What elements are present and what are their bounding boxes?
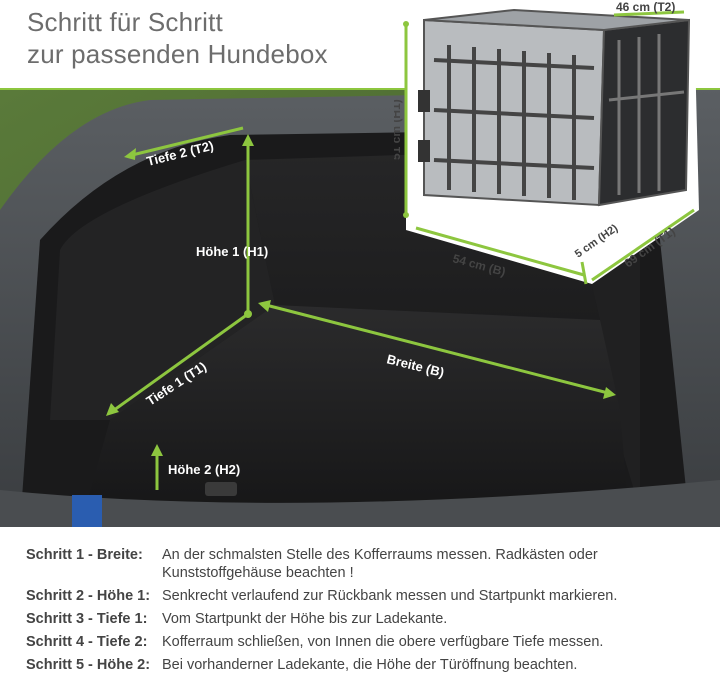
step-text: Vom Startpunkt der Höhe bis zur Ladekant…: [162, 611, 448, 627]
green-divider: [0, 88, 720, 90]
crate-label-t2: 46 cm (T2): [616, 0, 675, 14]
step-text: Senkrecht verlaufend zur Rückbank messen…: [162, 588, 618, 604]
step-key: Schritt 2 - Höhe 1:: [26, 588, 151, 604]
step-5: Schritt 5 - Höhe 2: Bei vorhanderner Lad…: [26, 656, 706, 674]
crate-diagram: 46 cm (T2) 51 cm (H1) 54 cm (B) 5 cm (H2…: [389, 0, 720, 290]
step-3: Schritt 3 - Tiefe 1: Vom Startpunkt der …: [26, 610, 706, 628]
step-2: Schritt 2 - Höhe 1: Senkrecht verlaufend…: [26, 587, 706, 605]
label-hoehe2: Höhe 2 (H2): [168, 462, 240, 477]
label-hoehe1: Höhe 1 (H1): [196, 244, 268, 259]
step-key: Schritt 4 - Tiefe 2:: [26, 634, 148, 650]
page-title: Schritt für Schritt zur passenden Hundeb…: [27, 6, 328, 70]
step-key: Schritt 1 - Breite:: [26, 547, 143, 563]
step-text: Kofferraum schließen, von Innen die ober…: [162, 634, 604, 650]
step-text: Bei vorhanderner Ladekante, die Höhe der…: [162, 657, 578, 673]
crate-label-h1: 51 cm (H1): [394, 99, 403, 160]
steps-list: Schritt 1 - Breite: An der schmalsten St…: [26, 546, 706, 679]
title-line-1: Schritt für Schritt: [27, 7, 223, 37]
title-line-2: zur passenden Hundebox: [27, 39, 328, 69]
step-key: Schritt 5 - Höhe 2:: [26, 657, 151, 673]
step-text: An der schmalsten Stelle des Kofferraums…: [162, 547, 598, 581]
step-1: Schritt 1 - Breite: An der schmalsten St…: [26, 546, 706, 582]
step-4: Schritt 4 - Tiefe 2: Kofferraum schließe…: [26, 633, 706, 651]
step-key: Schritt 3 - Tiefe 1:: [26, 611, 148, 627]
